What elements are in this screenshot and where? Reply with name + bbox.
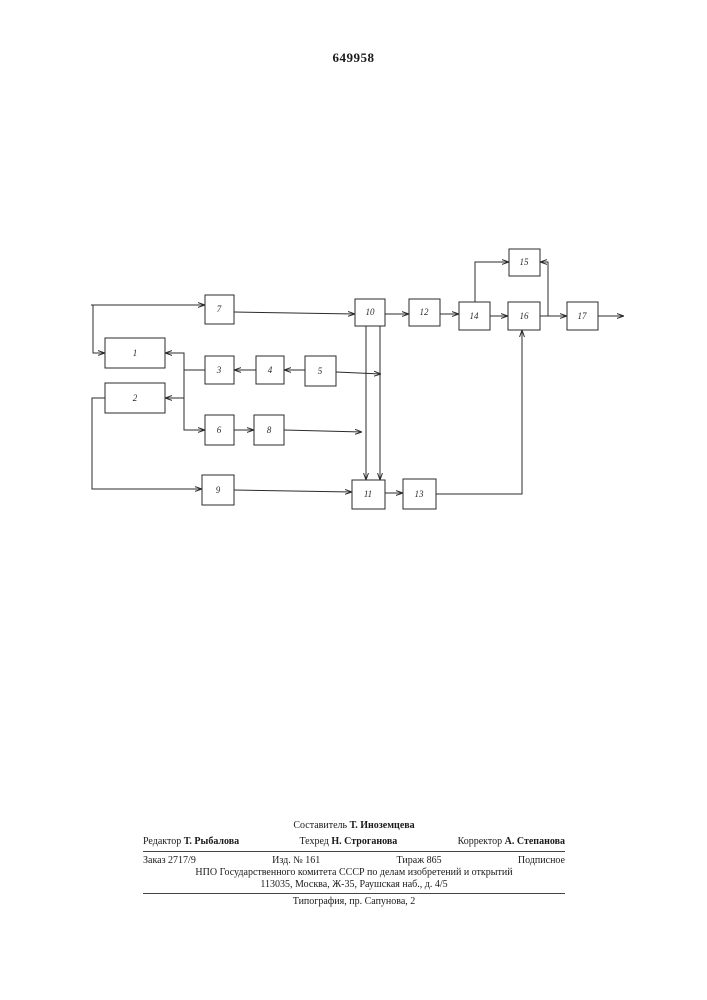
block-14: 14	[459, 302, 490, 330]
block-13: 13	[403, 479, 436, 509]
block-10-label: 10	[366, 307, 376, 317]
block-13-label: 13	[415, 489, 425, 499]
block-8-label: 8	[267, 425, 272, 435]
divider-top	[143, 851, 565, 852]
block-17-label: 17	[578, 311, 588, 321]
block-3-label: 3	[216, 365, 222, 375]
edition-number: Изд. № 161	[272, 855, 320, 867]
staff-line: Редактор Т. Рыбалова Техред Н. Строганов…	[143, 836, 565, 848]
block-1-label: 1	[133, 348, 138, 358]
wire-input-1	[93, 305, 105, 353]
block-16: 16	[508, 302, 540, 330]
block-4: 4	[256, 356, 284, 384]
block-2-label: 2	[133, 393, 138, 403]
wire-branch-2	[165, 370, 184, 398]
block-6: 6	[205, 415, 234, 445]
block-5-label: 5	[318, 366, 323, 376]
connection-lines	[91, 262, 624, 494]
block-14-label: 14	[470, 311, 480, 321]
block-17: 17	[567, 302, 598, 330]
org-line: НПО Государственного комитета СССР по де…	[143, 867, 565, 879]
block-16-label: 16	[520, 311, 530, 321]
print-run: Тираж 865	[397, 855, 442, 867]
wire-3-1	[165, 353, 205, 370]
editor: Редактор Т. Рыбалова	[143, 836, 239, 848]
compiler-name: Т. Иноземцева	[350, 820, 415, 831]
block-10: 10	[355, 299, 385, 326]
corrector-name: А. Степанова	[505, 836, 565, 847]
techred: Техред Н. Строганова	[299, 836, 397, 848]
block-15: 15	[509, 249, 540, 276]
subscription: Подписное	[518, 855, 565, 867]
editor-label: Редактор	[143, 836, 181, 847]
block-12: 12	[409, 299, 440, 326]
block-1: 1	[105, 338, 165, 368]
divider-bottom	[143, 893, 565, 894]
corrector-label: Корректор	[458, 836, 503, 847]
block-4-label: 4	[268, 365, 273, 375]
compiler-label: Составитель	[293, 820, 347, 831]
block-5: 5	[305, 356, 336, 386]
wire-13-16	[436, 330, 522, 494]
block-15-label: 15	[520, 257, 530, 267]
wire-branch-6	[184, 398, 205, 430]
editor-name: Т. Рыбалова	[184, 836, 239, 847]
block-11: 11	[352, 480, 385, 509]
techred-name: Н. Строганова	[331, 836, 397, 847]
wire-8-bus	[284, 430, 362, 432]
compiler-line: Составитель Т. Иноземцева	[143, 820, 565, 832]
wire-14-15	[475, 262, 509, 302]
block-11-label: 11	[364, 489, 372, 499]
techred-label: Техред	[299, 836, 328, 847]
block-12-label: 12	[420, 307, 430, 317]
corrector: Корректор А. Степанова	[458, 836, 565, 848]
wire-16-15	[540, 262, 548, 316]
typography-line: Типография, пр. Сапунова, 2	[143, 896, 565, 908]
block-7: 7	[205, 295, 234, 324]
order-line: Заказ 2717/9 Изд. № 161 Тираж 865 Подпис…	[143, 855, 565, 867]
block-6-label: 6	[217, 425, 222, 435]
wire-5-bus	[336, 372, 381, 374]
wire-7-10	[234, 312, 355, 314]
block-9-label: 9	[216, 485, 221, 495]
order-number: Заказ 2717/9	[143, 855, 196, 867]
wire-9-11	[234, 490, 352, 492]
block-8: 8	[254, 415, 284, 445]
block-2: 2	[105, 383, 165, 413]
address-line: 113035, Москва, Ж-35, Раушская наб., д. …	[143, 879, 565, 891]
block-7-label: 7	[217, 304, 222, 314]
block-9: 9	[202, 475, 234, 505]
block-3: 3	[205, 356, 234, 384]
